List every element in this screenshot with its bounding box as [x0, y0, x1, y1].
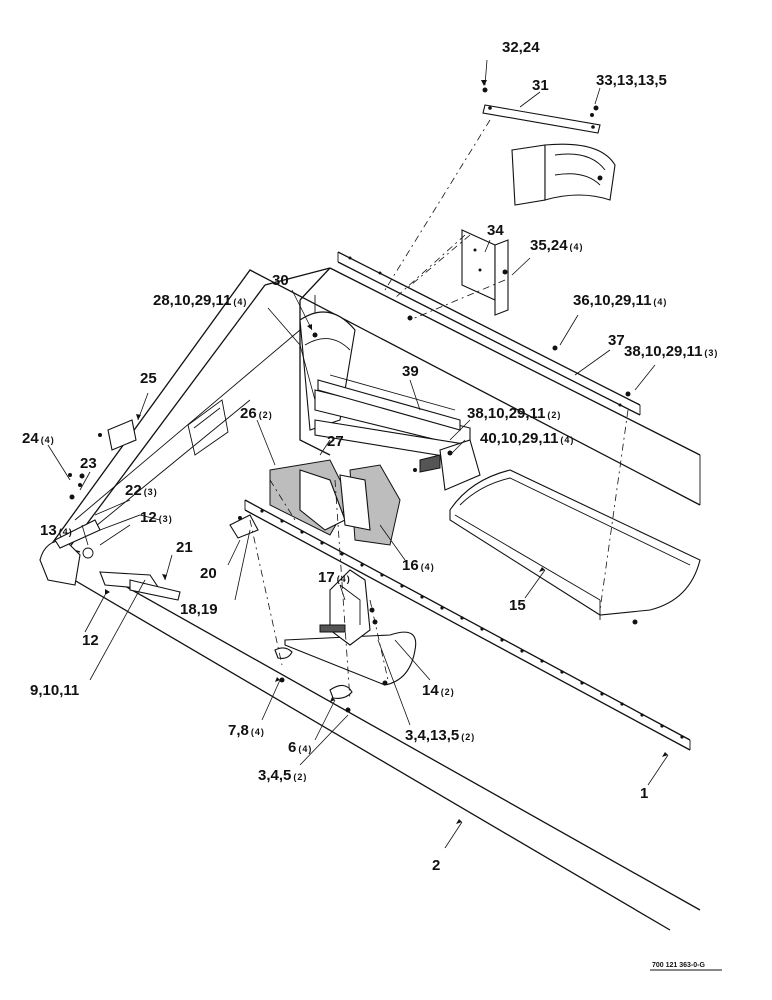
callout-16: 16(4) [402, 557, 435, 574]
fasteners [79, 87, 631, 713]
callout-12a: 12(3) [140, 509, 173, 526]
auger-trough [449, 469, 701, 625]
callout-7: 7,8(4) [228, 722, 265, 739]
callout-32-24: 32,24 [502, 39, 540, 56]
alignment-lines [249, 119, 629, 701]
perforated-bar [244, 499, 691, 751]
callout-1: 1 [640, 785, 648, 802]
callout-26: 26(2) [240, 405, 273, 422]
left-end-hardware [39, 473, 259, 601]
callout-36: 36,10,29,11(4) [573, 292, 667, 309]
callout-34: 34 [487, 222, 504, 239]
leader-lines [47, 59, 669, 849]
callout-38b: 38,10,29,11(2) [467, 405, 561, 422]
callout-labels: 32,24 31 33,13,13,5 34 35,24(4) 30 28,10… [22, 39, 718, 874]
gearbox-shield [511, 143, 616, 206]
arrowheads [105, 80, 668, 824]
callout-30: 30 [272, 272, 289, 289]
callout-40: 40,10,29,11(4) [480, 430, 574, 447]
skid-plate [274, 569, 417, 699]
callout-15: 15 [509, 597, 526, 614]
callout-13: 13(4) [40, 522, 73, 539]
callout-6: 6(4) [288, 739, 312, 756]
callout-33: 33,13,13,5 [596, 72, 667, 89]
callout-14: 14(2) [422, 682, 455, 699]
callout-28: 28,10,29,11(4) [153, 292, 247, 309]
callout-35: 35,24(4) [530, 237, 584, 254]
callout-20: 20 [200, 565, 217, 582]
callout-25: 25 [140, 370, 157, 387]
callout-38a: 38,10,29,11(3) [624, 343, 718, 360]
figure-reference: 700 121 363-0-G [652, 962, 705, 969]
callout-37: 37 [608, 332, 625, 349]
callout-3a: 3,4,13,5(2) [405, 727, 475, 744]
callout-23: 23 [80, 455, 97, 472]
callout-24: 24(4) [22, 430, 55, 447]
small-plate [98, 419, 137, 451]
callout-31: 31 [532, 77, 549, 94]
dividers [269, 459, 401, 546]
callout-27: 27 [327, 433, 344, 450]
callout-9: 9,10,11 [30, 682, 79, 699]
callout-3b: 3,4,5(2) [258, 767, 307, 784]
callout-21: 21 [176, 539, 193, 556]
bracket [461, 229, 509, 316]
callout-17: 17(4) [318, 569, 351, 586]
callout-12b: 12 [82, 632, 99, 649]
strap [482, 104, 601, 134]
callout-18-19: 18,19 [180, 601, 218, 618]
callout-39: 39 [402, 363, 419, 380]
callout-2: 2 [432, 857, 440, 874]
callout-22: 22(3) [125, 482, 158, 499]
header-frame [39, 251, 701, 931]
shield-assembly [314, 374, 481, 491]
